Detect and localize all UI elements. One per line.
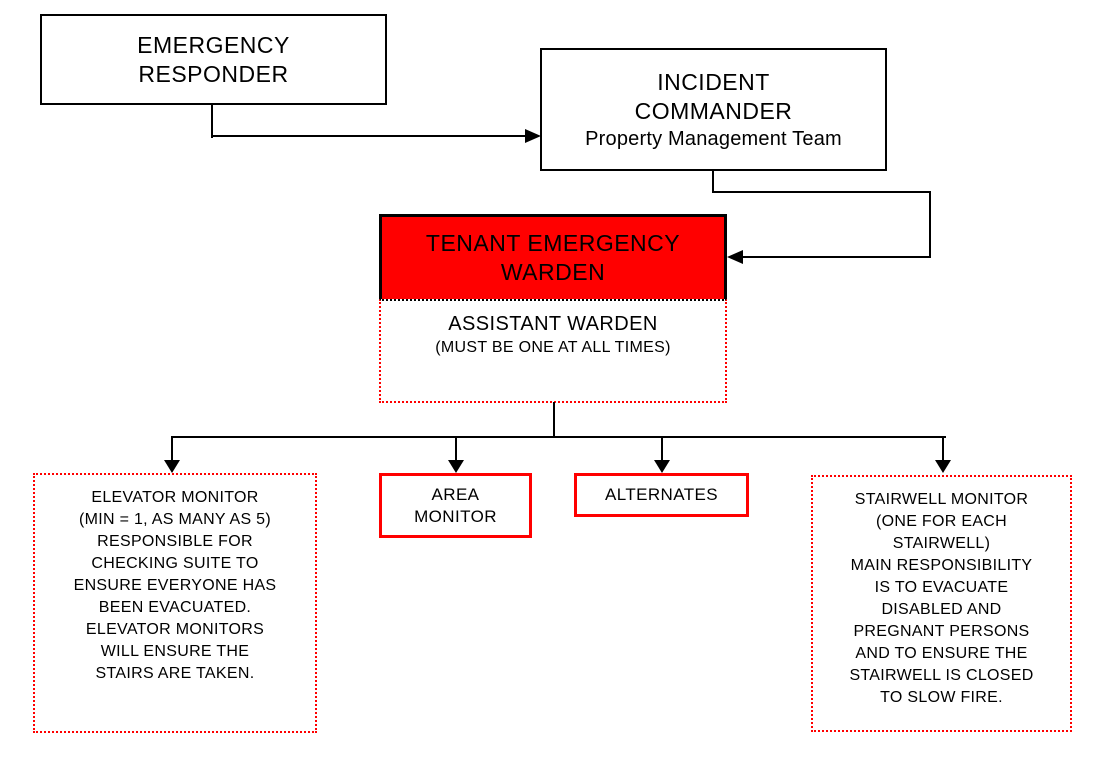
connector-drop-stairwell bbox=[942, 436, 944, 461]
connector-warden-to-monitors-crossbar bbox=[171, 436, 946, 438]
arrowhead-down-area-icon bbox=[448, 460, 464, 473]
stairwell-monitor-box: STAIRWELL MONITOR (ONE FOR EACH STAIRWEL… bbox=[811, 475, 1072, 732]
assistant-warden-note: (MUST BE ONE AT ALL TIMES) bbox=[435, 339, 671, 356]
connector-commander-to-warden-horizontal-2 bbox=[743, 256, 931, 258]
connector-responder-to-commander-horizontal bbox=[211, 135, 525, 137]
tenant-emergency-warden-label: TENANT EMERGENCY WARDEN bbox=[425, 230, 681, 285]
connector-drop-area bbox=[455, 436, 457, 461]
area-monitor-label: AREA MONITOR bbox=[414, 484, 497, 526]
connector-commander-to-warden-vertical-2 bbox=[929, 191, 931, 258]
alternates-box: ALTERNATES bbox=[574, 473, 749, 517]
assistant-warden-box: ASSISTANT WARDEN (MUST BE ONE AT ALL TIM… bbox=[379, 299, 727, 403]
arrowhead-left-icon bbox=[727, 250, 743, 264]
assistant-warden-title: ASSISTANT WARDEN bbox=[448, 313, 658, 335]
alternates-label: ALTERNATES bbox=[605, 485, 718, 504]
emergency-responder-label: EMERGENCY RESPONDER bbox=[137, 31, 290, 87]
incident-commander-title: INCIDENT COMMANDER bbox=[634, 68, 793, 124]
connector-commander-to-warden-horizontal-1 bbox=[712, 191, 931, 193]
elevator-monitor-box: ELEVATOR MONITOR (MIN = 1, AS MANY AS 5)… bbox=[33, 473, 317, 733]
connector-responder-to-commander-vertical bbox=[211, 104, 213, 138]
arrowhead-down-elevator-icon bbox=[164, 460, 180, 473]
arrowhead-down-alternates-icon bbox=[654, 460, 670, 473]
emergency-responder-box: EMERGENCY RESPONDER bbox=[40, 14, 387, 105]
incident-commander-subtitle: Property Management Team bbox=[585, 127, 842, 150]
connector-drop-alternates bbox=[661, 436, 663, 461]
area-monitor-box: AREA MONITOR bbox=[379, 473, 532, 538]
arrowhead-down-stairwell-icon bbox=[935, 460, 951, 473]
connector-warden-to-monitors-stem bbox=[553, 402, 555, 438]
elevator-monitor-label: ELEVATOR MONITOR (MIN = 1, AS MANY AS 5)… bbox=[73, 489, 277, 682]
connector-drop-elevator bbox=[171, 436, 173, 461]
tenant-emergency-warden-box: TENANT EMERGENCY WARDEN bbox=[379, 214, 727, 299]
arrowhead-right-icon bbox=[525, 129, 541, 143]
connector-commander-to-warden-vertical-1 bbox=[712, 170, 714, 193]
stairwell-monitor-label: STAIRWELL MONITOR (ONE FOR EACH STAIRWEL… bbox=[849, 491, 1034, 706]
incident-commander-box: INCIDENT COMMANDER Property Management T… bbox=[540, 48, 887, 171]
